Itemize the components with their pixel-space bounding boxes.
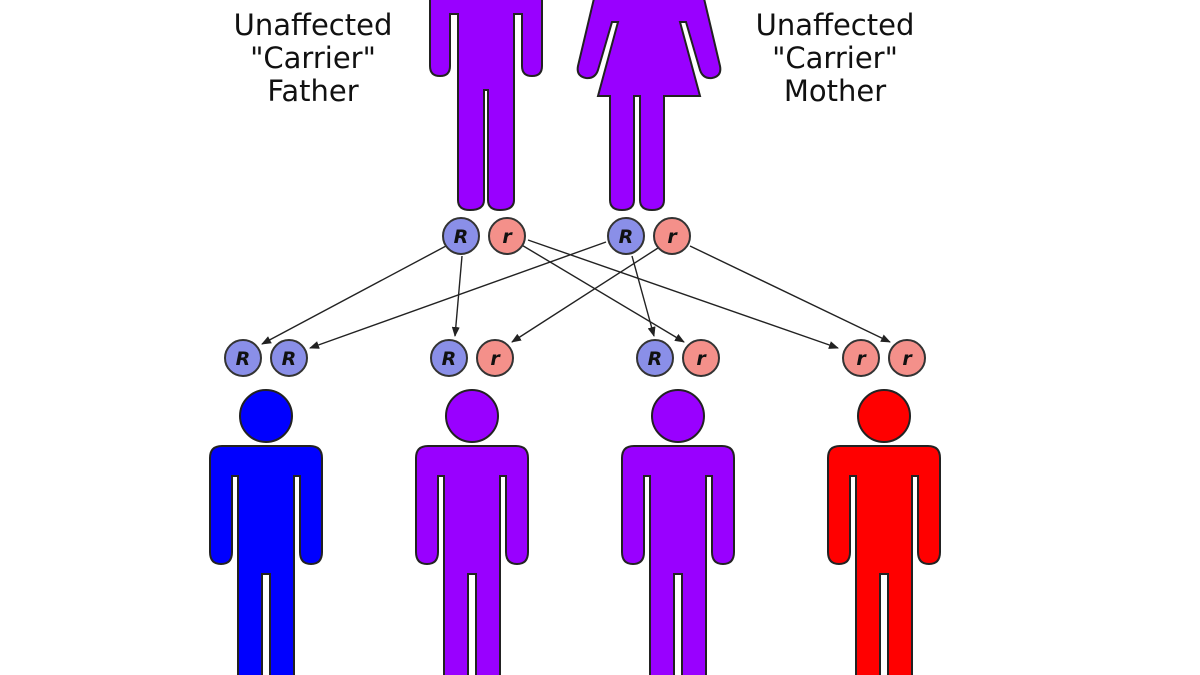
child-allele-label: r	[902, 348, 913, 370]
child-allele	[476, 339, 514, 377]
father-alleles: R r	[442, 217, 526, 255]
child-allele	[270, 339, 308, 377]
mother-allele-1	[607, 217, 645, 255]
father-figure	[429, 0, 543, 212]
child-allele	[888, 339, 926, 377]
child-head	[651, 389, 705, 443]
mother-alleles: R r	[607, 217, 691, 255]
mother-label-line: "Carrier"	[772, 41, 898, 75]
child-allele-label: R	[282, 348, 297, 370]
child-allele-label: r	[856, 348, 867, 370]
mother-label-line: Mother	[784, 74, 886, 108]
arrow-father-r-to-child4	[527, 239, 839, 349]
father-label-line: Father	[267, 74, 358, 108]
child-body	[415, 445, 529, 675]
father-label: Unaffected "Carrier" Father	[234, 8, 393, 108]
father-label-line: Unaffected	[234, 8, 393, 42]
arrow-mother-r-to-child4	[689, 245, 891, 343]
child-allele	[636, 339, 674, 377]
mother-figure	[576, 0, 722, 212]
child-allele	[682, 339, 720, 377]
arrow-mother-R-to-child3	[631, 255, 656, 337]
father-allele-2	[488, 217, 526, 255]
mother-allele-2	[653, 217, 691, 255]
father-body	[429, 0, 543, 212]
inheritance-arrows	[261, 239, 891, 349]
arrow-father-R-to-child2	[451, 255, 463, 337]
child-allele	[224, 339, 262, 377]
arrow-father-r-to-child3	[519, 243, 685, 343]
child-head	[239, 389, 293, 443]
mother-label-line: Unaffected	[756, 8, 915, 42]
mother-body	[576, 0, 722, 212]
mother-allele-1-label: R	[619, 226, 634, 248]
child-allele	[842, 339, 880, 377]
child-body	[209, 445, 323, 675]
child-head	[857, 389, 911, 443]
child-body	[827, 445, 941, 675]
child-body	[621, 445, 735, 675]
child-allele-label: R	[648, 348, 663, 370]
father-label-line: "Carrier"	[250, 41, 376, 75]
child-head	[445, 389, 499, 443]
child-allele-label: R	[442, 348, 457, 370]
father-allele-2-label: r	[502, 226, 513, 248]
mother-allele-2-label: r	[667, 226, 678, 248]
father-allele-1	[442, 217, 480, 255]
arrow-mother-r-to-child2	[511, 247, 659, 343]
mother-label: Unaffected "Carrier" Mother	[756, 8, 915, 108]
child-allele-label: R	[236, 348, 251, 370]
child-allele-label: r	[696, 348, 707, 370]
father-allele-1-label: R	[454, 226, 469, 248]
arrow-mother-R-to-child1	[309, 241, 607, 349]
arrow-father-R-to-child1	[261, 245, 447, 345]
child-allele	[430, 339, 468, 377]
child-allele-label: r	[490, 348, 501, 370]
